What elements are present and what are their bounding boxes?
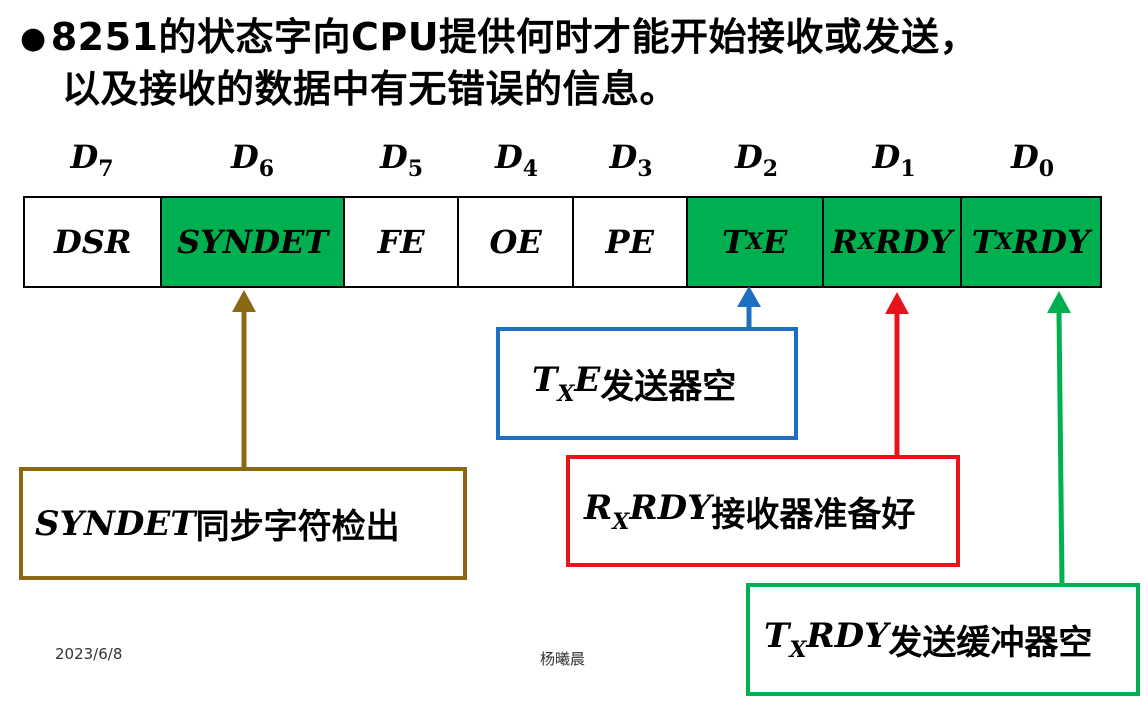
footer-author: 杨曦晨: [540, 650, 586, 668]
arrow-syndet: [232, 290, 256, 468]
bit-label-d1: D1: [872, 138, 916, 182]
slide-title: ●8251的状态字向CPU提供何时才能开始接收或发送， 以及接收的数据中有无错误…: [20, 12, 1130, 114]
callout-syndet-symbol: SYNDET: [35, 503, 196, 544]
title-line-2: 以及接收的数据中有无错误的信息。: [62, 67, 679, 111]
arrow-txrdy: [1047, 291, 1071, 585]
bit-label-d4: D4: [494, 138, 539, 182]
register-cell-dsr: DSR: [25, 198, 163, 286]
register-cell-oe: OE: [459, 198, 574, 286]
register-cell-fe: FE: [345, 198, 460, 286]
bit-label-d6: D6: [230, 138, 275, 182]
arrow-txe: [737, 286, 761, 328]
callout-txe-text: 发送器空: [600, 367, 737, 407]
footer-date: 2023/6/8: [55, 645, 123, 663]
bit-label-d5: D5: [379, 138, 424, 182]
title-line-1: 8251的状态字向CPU提供何时才能开始接收或发送，: [50, 15, 979, 59]
callout-rxrdy-text: 接收器准备好: [711, 494, 916, 535]
bit-label-d0: D0: [1010, 138, 1055, 182]
callout-txrdy-symbol: TXRDY: [764, 616, 889, 663]
callout-syndet-text: 同步字符检出: [195, 507, 400, 547]
register-cell-syndet: SYNDET: [162, 198, 345, 286]
callout-txrdy-text: 发送缓冲器空: [888, 623, 1093, 663]
arrow-rxrdy: [885, 292, 909, 456]
callout-txe-symbol: TXE: [532, 360, 601, 407]
bit-label-d2: D2: [734, 138, 779, 182]
callout-rxrdy-symbol: RXRDY: [584, 487, 712, 535]
register-cell-pe: PE: [574, 198, 688, 286]
bit-label-d3: D3: [609, 138, 653, 182]
bullet-icon: ●: [20, 21, 47, 56]
bit-label-d7: D7: [70, 138, 114, 182]
